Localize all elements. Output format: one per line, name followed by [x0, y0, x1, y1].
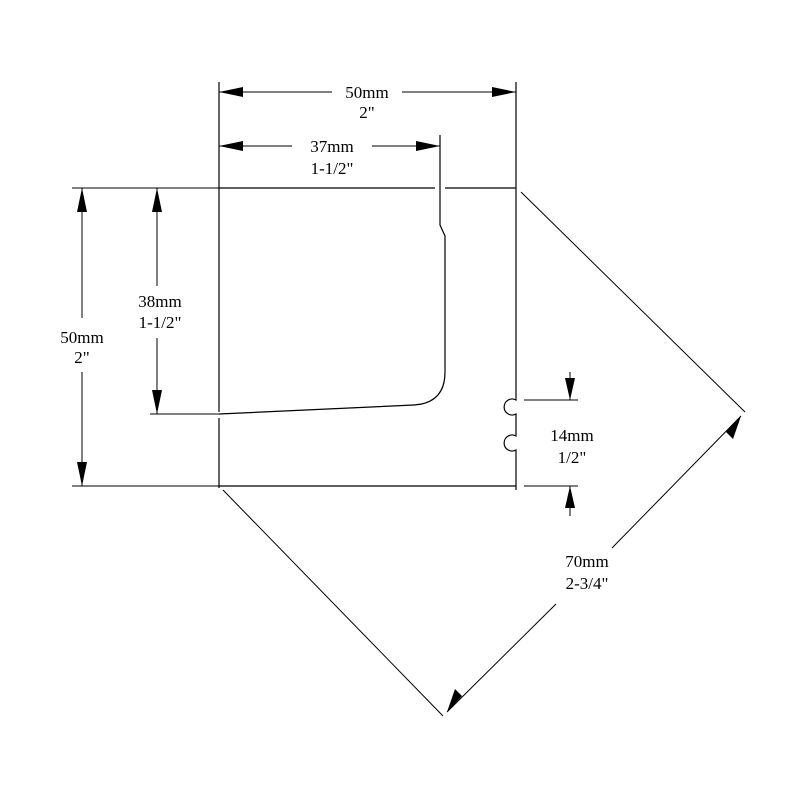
- dimension-lines: [77, 87, 742, 713]
- arrowhead: [77, 188, 87, 212]
- dim-diagonal-upper: [611, 415, 742, 549]
- arrowhead: [152, 390, 162, 414]
- extension-lines: [72, 187, 746, 717]
- label-left-overall-metric: 50mm: [60, 328, 103, 347]
- arrowhead: [447, 689, 462, 712]
- arrowhead: [77, 462, 87, 486]
- arrowhead: [219, 87, 243, 97]
- dimension-labels: 50mm 2" 37mm 1-1/2" 50mm 2" 38mm 1-1/2" …: [60, 83, 608, 593]
- ext-diagonal-upper: [520, 191, 746, 413]
- label-top-overall-metric: 50mm: [345, 83, 388, 102]
- arrowhead: [726, 416, 741, 439]
- label-top-overall-imperial: 2": [359, 103, 374, 122]
- inner-pocket-wall: [218, 135, 446, 415]
- dim-diagonal-lower: [446, 603, 557, 713]
- label-top-inner-imperial: 1-1/2": [311, 159, 354, 178]
- arrowhead: [219, 141, 243, 151]
- arrowhead: [416, 141, 440, 151]
- ext-diagonal-lower: [222, 489, 444, 717]
- part-outline: [218, 82, 517, 490]
- outline-right-notched: [503, 82, 517, 490]
- label-diagonal-metric: 70mm: [565, 552, 608, 571]
- label-notch-metric: 14mm: [550, 426, 593, 445]
- label-notch-imperial: 1/2": [558, 448, 587, 467]
- label-left-inner-imperial: 1-1/2": [139, 313, 182, 332]
- label-left-inner-metric: 38mm: [138, 292, 181, 311]
- arrowhead: [492, 87, 516, 97]
- label-left-overall-imperial: 2": [74, 348, 89, 367]
- arrowhead: [565, 378, 575, 400]
- arrowhead: [152, 188, 162, 212]
- arrowhead: [565, 486, 575, 508]
- label-diagonal-imperial: 2-3/4": [566, 574, 609, 593]
- label-top-inner-metric: 37mm: [310, 137, 353, 156]
